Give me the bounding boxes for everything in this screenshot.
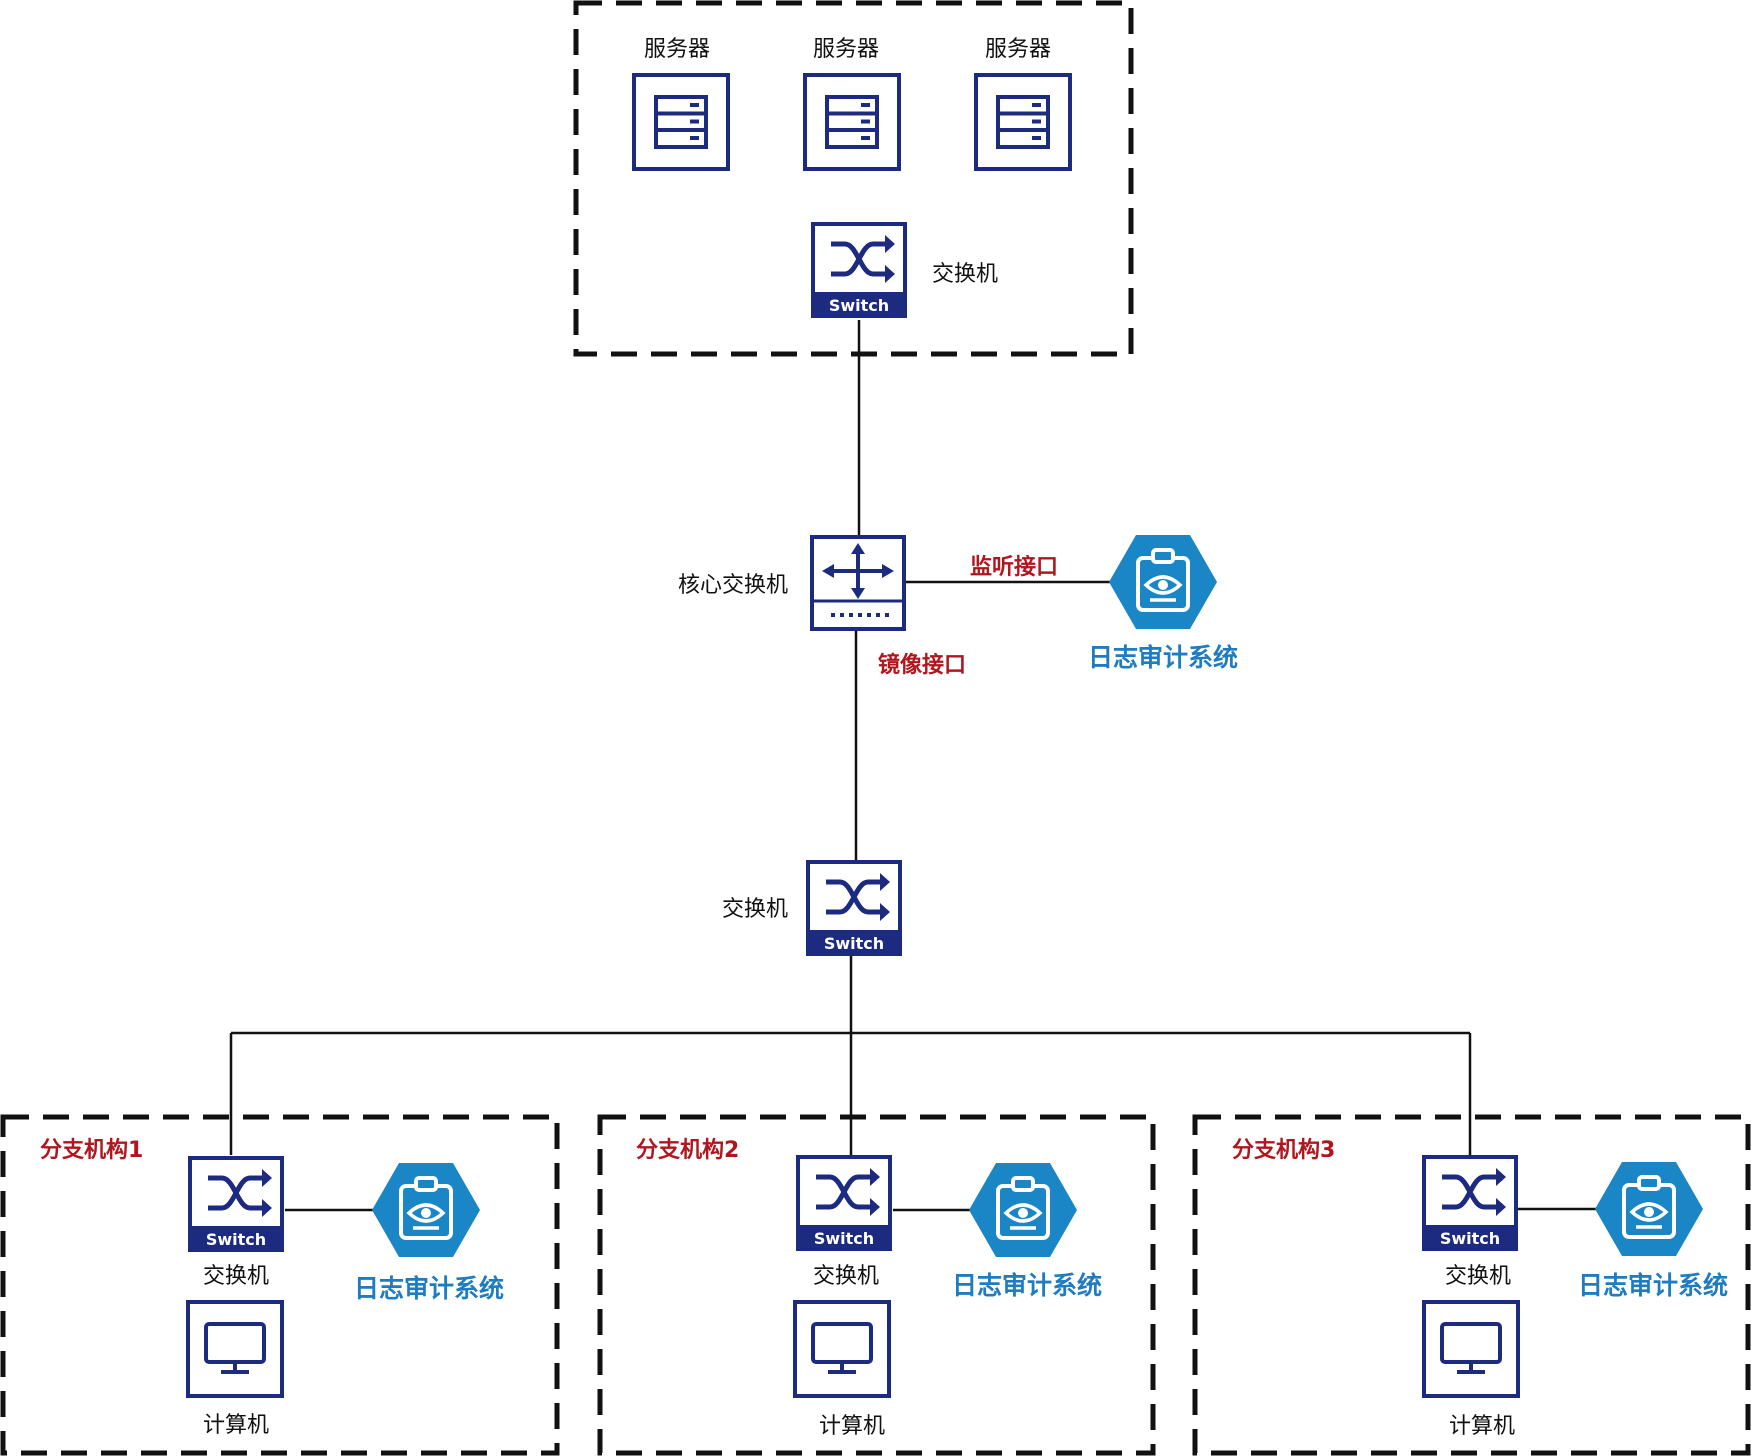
switch-badge: Switch xyxy=(206,1230,266,1249)
server-2[interactable] xyxy=(803,73,901,171)
branch-switch-label-2: 交换机 xyxy=(813,1264,879,1289)
audit-icon xyxy=(370,1161,482,1259)
branch-audit-label-1: 日志审计系统 xyxy=(354,1274,504,1303)
server-switch[interactable]: Switch xyxy=(813,224,905,316)
branch-title-3: 分支机构3 xyxy=(1232,1137,1335,1163)
branch-title-2: 分支机构2 xyxy=(636,1137,739,1163)
branch-computer-2[interactable] xyxy=(793,1300,891,1398)
branch-zone-boundary-3 xyxy=(1192,1114,1751,1456)
mirror-port-label: 镜像接口 xyxy=(878,652,966,678)
core-switch-label: 核心交换机 xyxy=(678,573,788,598)
computer-icon xyxy=(186,1300,284,1398)
audit-icon xyxy=(1107,533,1219,631)
audit-icon xyxy=(967,1161,1079,1259)
branch-audit-label-3: 日志审计系统 xyxy=(1578,1271,1728,1300)
branch-switch-label-3: 交换机 xyxy=(1445,1264,1511,1289)
server-label-2: 服务器 xyxy=(813,37,879,62)
branch-audit-system-3[interactable] xyxy=(1593,1160,1705,1258)
branch-1: 分支机构1 Switch 交换机 日志审计系统 计算机 xyxy=(40,1137,504,1438)
server-icon xyxy=(803,73,901,171)
branch-computer-label-1: 计算机 xyxy=(203,1413,269,1438)
core-audit-label: 日志审计系统 xyxy=(1088,643,1238,672)
audit-icon xyxy=(1593,1160,1705,1258)
branch-zone-boundary-2 xyxy=(597,1114,1156,1456)
server-zone-boundary xyxy=(573,0,1134,357)
branch-computer-label-3: 计算机 xyxy=(1449,1414,1515,1439)
branch-audit-label-2: 日志审计系统 xyxy=(952,1271,1102,1300)
branch-switch-2[interactable]: Switch xyxy=(798,1157,890,1249)
branch-computer-3[interactable] xyxy=(1422,1300,1520,1398)
switch-badge: Switch xyxy=(824,934,884,953)
server-label-1: 服务器 xyxy=(644,37,710,62)
branch-zone-boundary-1 xyxy=(0,1114,560,1456)
switch-badge: Switch xyxy=(829,296,889,315)
server-3[interactable] xyxy=(974,73,1072,171)
branch-title-1: 分支机构1 xyxy=(40,1137,143,1163)
branch-computer-label-2: 计算机 xyxy=(819,1414,885,1439)
branch-switch-1[interactable]: Switch xyxy=(190,1158,282,1250)
aggregation-section: Switch 交换机 xyxy=(722,862,900,954)
aggregation-switch[interactable]: Switch xyxy=(808,862,900,954)
aggregation-switch-label: 交换机 xyxy=(722,897,788,922)
branch-switch-label-1: 交换机 xyxy=(203,1264,269,1289)
branch-2: 分支机构2 Switch 交换机 日志审计系统 计算机 xyxy=(636,1137,1102,1439)
core-switch-icon xyxy=(810,535,906,631)
branch-switch-3[interactable]: Switch xyxy=(1424,1157,1516,1249)
core-switch[interactable] xyxy=(810,535,906,631)
branch-3: 分支机构3 Switch 交换机 日志审计系统 计算机 xyxy=(1232,1137,1728,1439)
branch-audit-system-2[interactable] xyxy=(967,1161,1079,1259)
server-label-3: 服务器 xyxy=(985,37,1051,62)
switch-badge: Switch xyxy=(814,1229,874,1248)
computer-icon xyxy=(1422,1300,1520,1398)
server-1[interactable] xyxy=(632,73,730,171)
computer-icon xyxy=(793,1300,891,1398)
connection-lines xyxy=(229,320,1600,1212)
server-zone: 服务器 服务器 服务器 Switch 交换机 xyxy=(632,37,1072,316)
branch-audit-system-1[interactable] xyxy=(370,1161,482,1259)
core-audit-system[interactable] xyxy=(1107,533,1219,631)
core-section: 核心交换机 监听接口 镜像接口 日志审计系统 xyxy=(678,533,1238,678)
listen-port-label: 监听接口 xyxy=(970,554,1058,580)
server-icon xyxy=(632,73,730,171)
server-icon xyxy=(974,73,1072,171)
branch-computer-1[interactable] xyxy=(186,1300,284,1398)
server-switch-label: 交换机 xyxy=(932,262,998,287)
switch-badge: Switch xyxy=(1440,1229,1500,1248)
